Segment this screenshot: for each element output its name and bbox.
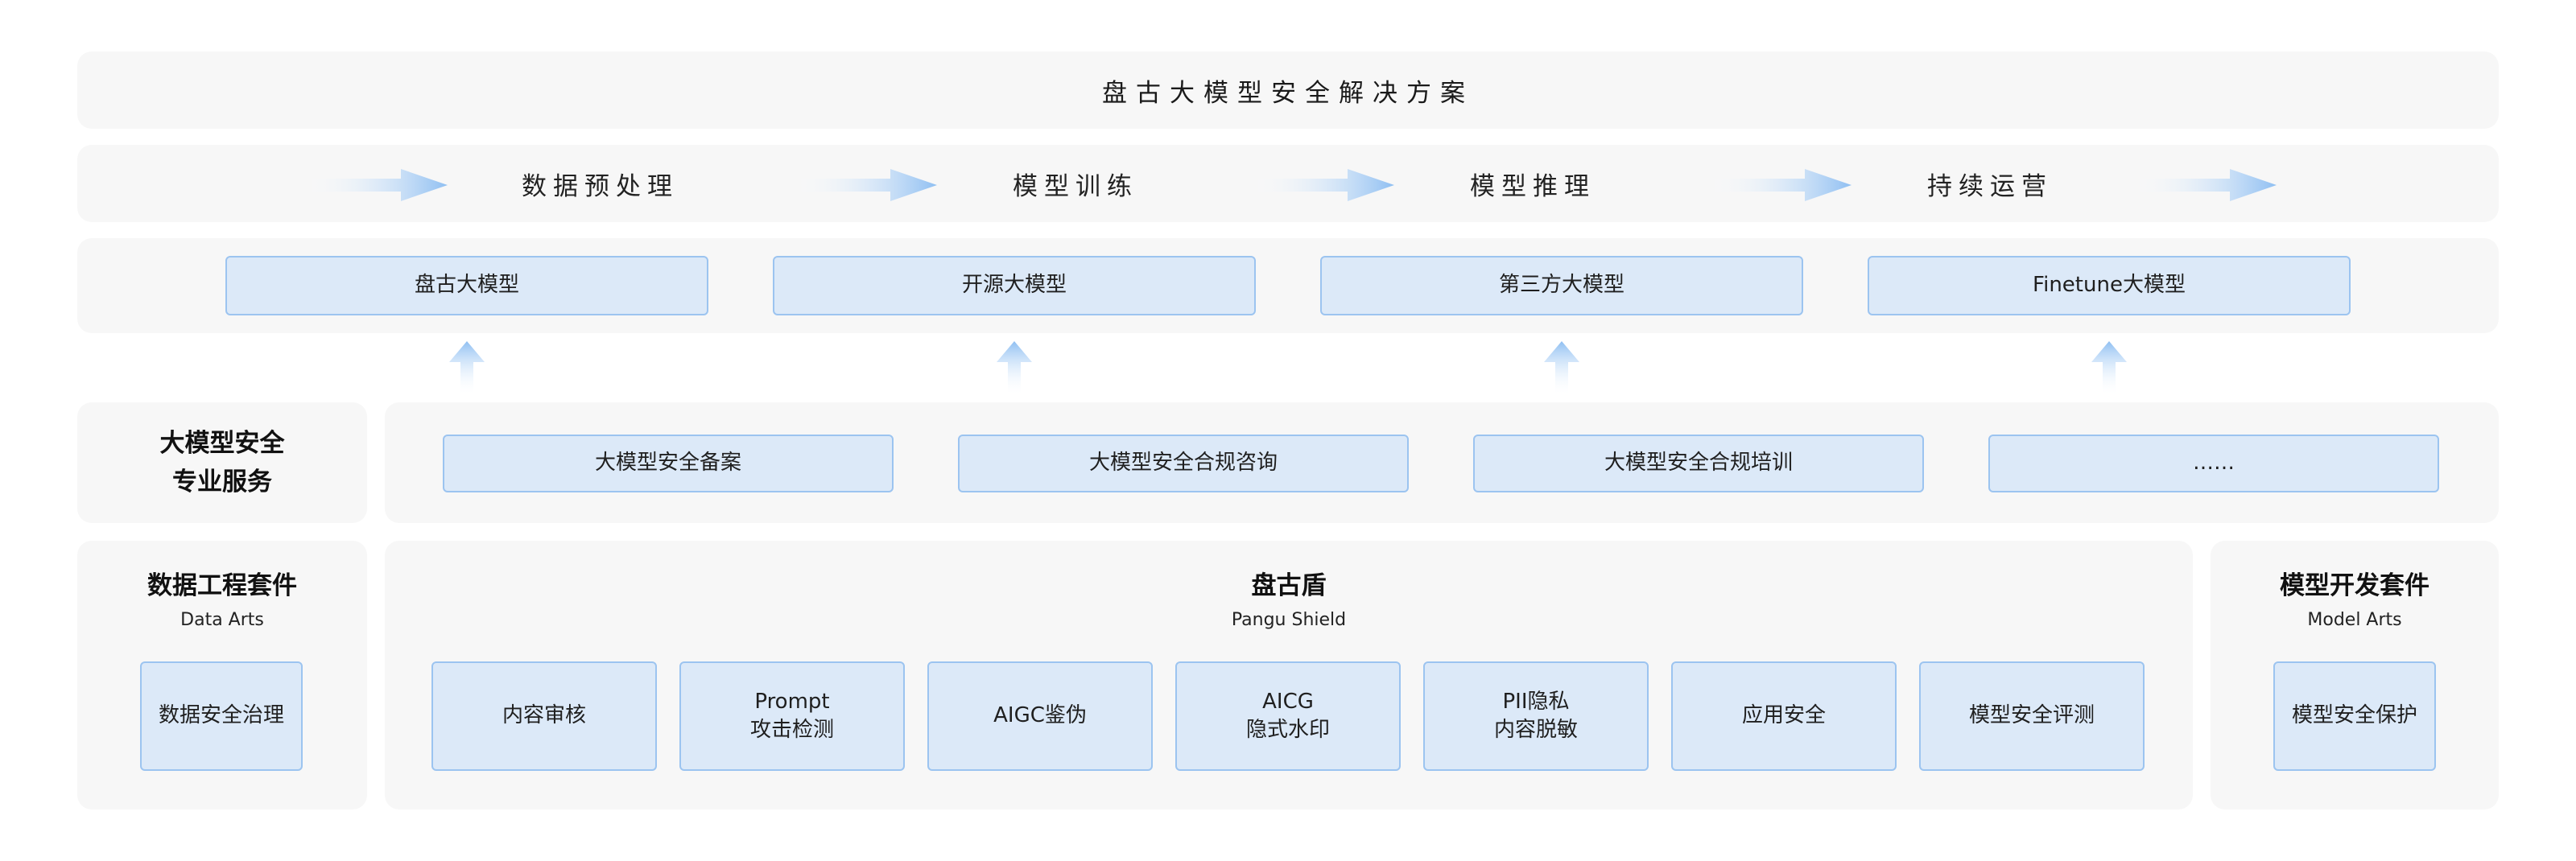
flow-arrow-icon bbox=[1707, 169, 1852, 201]
shield-item-line1: PII隐私 bbox=[1502, 689, 1570, 714]
shield-pii-desensitization: PII隐私内容脱敏 bbox=[1423, 661, 1649, 771]
stage-model-inference: 模型推理 bbox=[1470, 171, 1596, 201]
model-kit-subtitle: Model Arts bbox=[2307, 610, 2402, 630]
up-arrow-icon bbox=[2091, 341, 2127, 396]
service-filing: 大模型安全备案 bbox=[443, 435, 894, 492]
data-security-governance: 数据安全治理 bbox=[140, 661, 303, 771]
shield-title: 盘古盾 bbox=[1251, 571, 1327, 600]
shield-aigc-forgery-detection: AIGC鉴伪 bbox=[927, 661, 1153, 771]
shield-item-line2: 内容脱敏 bbox=[1493, 718, 1578, 742]
stage-continuous-operation: 持续运营 bbox=[1927, 171, 2053, 201]
flow-arrow-icon bbox=[1249, 169, 1394, 201]
service-compliance-consulting: 大模型安全合规咨询 bbox=[958, 435, 1409, 492]
services-title-line2: 专业服务 bbox=[172, 468, 272, 496]
up-arrow-icon bbox=[997, 341, 1032, 396]
shield-subtitle: Pangu Shield bbox=[1231, 610, 1347, 630]
shield-item-line2: 隐式水印 bbox=[1245, 718, 1330, 742]
up-arrow-icon bbox=[449, 341, 485, 396]
model-kit-title: 模型开发套件 bbox=[2280, 571, 2429, 600]
up-arrow-icon bbox=[1544, 341, 1579, 396]
flow-arrow-icon bbox=[2132, 169, 2277, 201]
page-title: 盘古大模型安全解决方案 bbox=[1102, 78, 1474, 108]
services-title-line1: 大模型安全 bbox=[159, 429, 285, 458]
shield-prompt-attack-detection: Prompt 攻击检测 bbox=[679, 661, 905, 771]
model-pangu: 盘古大模型 bbox=[225, 256, 708, 315]
shield-invisible-watermark: AICG 隐式水印 bbox=[1175, 661, 1401, 771]
data-kit-subtitle: Data Arts bbox=[180, 610, 264, 630]
stage-model-training: 模型训练 bbox=[1013, 171, 1138, 201]
shield-item-line1: 内容审核 bbox=[502, 703, 586, 728]
shield-item-line1: AIGC鉴伪 bbox=[993, 703, 1087, 728]
shield-item-line1: 应用安全 bbox=[1741, 703, 1826, 728]
shield-application-security: 应用安全 bbox=[1671, 661, 1897, 771]
model-open-source: 开源大模型 bbox=[773, 256, 1256, 315]
shield-item-line1: 模型安全评测 bbox=[1968, 703, 2095, 728]
service-more: …… bbox=[1988, 435, 2439, 492]
model-security-protection: 模型安全保护 bbox=[2273, 661, 2436, 771]
title-panel: 盘古大模型安全解决方案 bbox=[77, 51, 2499, 129]
stage-data-preprocessing: 数据预处理 bbox=[522, 171, 679, 201]
shield-item-line1: AICG bbox=[1262, 689, 1314, 714]
shield-item-line1: Prompt bbox=[754, 689, 830, 714]
shield-model-security-evaluation: 模型安全评测 bbox=[1919, 661, 2145, 771]
model-finetune: Finetune大模型 bbox=[1868, 256, 2351, 315]
pipeline-panel: 数据预处理 模型训练 模型推理 持续运营 bbox=[77, 145, 2499, 222]
flow-arrow-icon bbox=[303, 169, 448, 201]
model-third-party: 第三方大模型 bbox=[1320, 256, 1803, 315]
shield-item-line2: 攻击检测 bbox=[749, 718, 834, 742]
services-title: 大模型安全 专业服务 bbox=[77, 424, 367, 501]
data-kit-title: 数据工程套件 bbox=[147, 571, 297, 600]
services-title-panel: 大模型安全 专业服务 bbox=[77, 402, 367, 523]
flow-arrow-icon bbox=[792, 169, 937, 201]
service-compliance-training: 大模型安全合规培训 bbox=[1473, 435, 1924, 492]
shield-content-review: 内容审核 bbox=[431, 661, 657, 771]
